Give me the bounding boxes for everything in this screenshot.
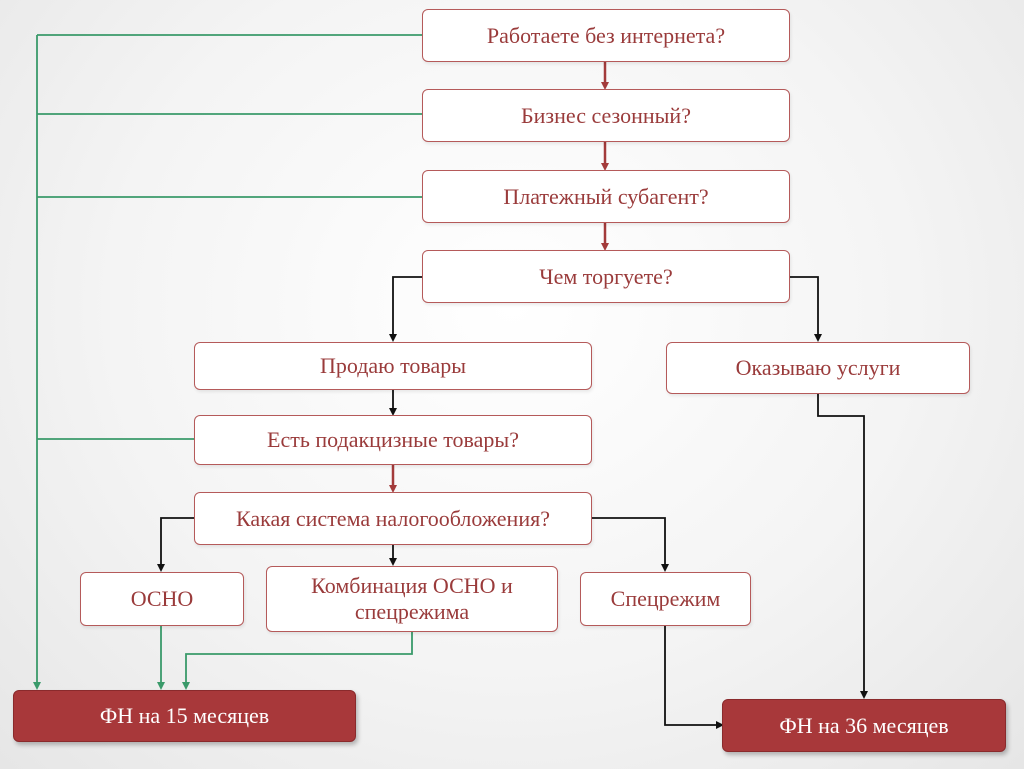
question-offline-text: Работаете без интернета?: [486, 22, 726, 48]
connector-special-to-fn36: [664, 626, 724, 729]
result-fn15: ФН на 15 месяцев: [13, 690, 356, 742]
question-seasonal-text: Бизнес сезонный?: [521, 102, 691, 128]
option-special-text: Спецрежим: [610, 586, 721, 611]
option-services: Оказываю услуги: [666, 342, 970, 394]
connector-tax-to-special: [592, 517, 669, 572]
option-combo-text-line2: спецрежима: [354, 599, 470, 624]
green-from-combo: [182, 632, 413, 690]
result-fn36-text: ФН на 36 месяцев: [779, 712, 949, 738]
question-excise-text: Есть подакцизные товары?: [267, 427, 519, 452]
connector-trade-to-services: [790, 276, 822, 342]
connector-trade-to-goods: [389, 276, 422, 342]
question-tax-system-text: Какая система налогообложения?: [236, 505, 550, 531]
option-osno: ОСНО: [80, 572, 244, 626]
question-subagent: Платежный субагент?: [422, 170, 790, 223]
option-goods: Продаю товары: [194, 342, 592, 390]
question-offline: Работаете без интернета?: [422, 9, 790, 62]
option-special: Спецрежим: [580, 572, 751, 626]
option-combo-text-line1: Комбинация ОСНО и: [311, 573, 513, 598]
question-trade: Чем торгуете?: [422, 250, 790, 303]
option-combo: Комбинация ОСНО и спецрежима: [266, 566, 558, 632]
question-subagent-text: Платежный субагент?: [503, 183, 709, 209]
connector-services-to-fn36: [817, 394, 868, 699]
connector-tax-to-osno: [157, 517, 194, 572]
question-trade-text: Чем торгуете?: [539, 263, 673, 289]
option-osno-text: ОСНО: [130, 586, 194, 611]
option-goods-text: Продаю товары: [319, 353, 467, 378]
question-seasonal: Бизнес сезонный?: [422, 89, 790, 142]
result-fn15-text: ФН на 15 месяцев: [99, 703, 270, 728]
question-excise: Есть подакцизные товары?: [194, 415, 592, 465]
question-tax-system: Какая система налогообложения?: [194, 492, 592, 545]
option-services-text: Оказываю услуги: [735, 355, 901, 380]
result-fn36: ФН на 36 месяцев: [722, 699, 1006, 752]
